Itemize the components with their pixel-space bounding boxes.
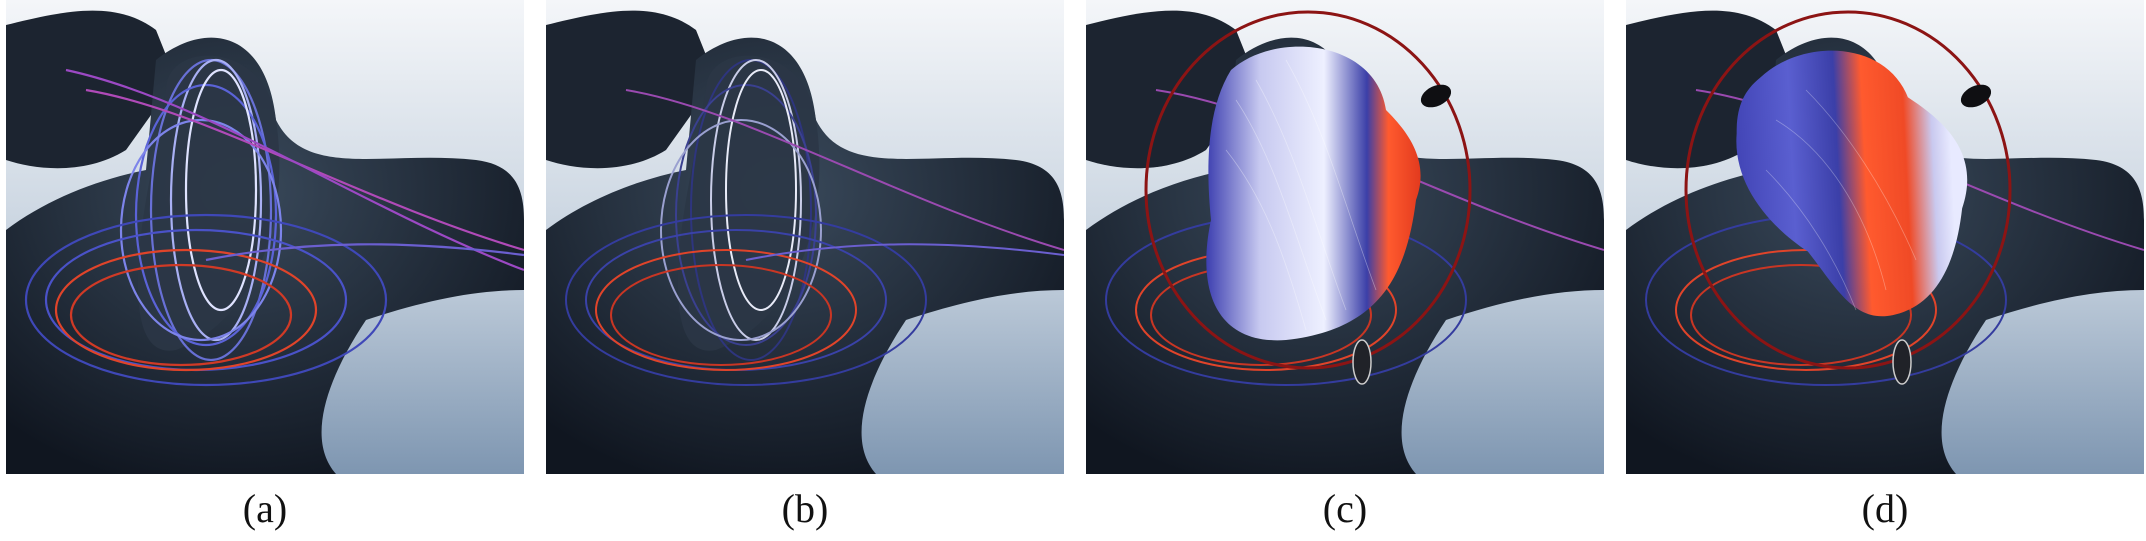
- aneurysm-surface: [1206, 46, 1421, 341]
- panel-c-illustration: [1086, 0, 1604, 474]
- aneurysm-dome: [677, 55, 820, 351]
- ring: [1684, 10, 2012, 370]
- caption-c: (c): [1322, 486, 1368, 531]
- panel-a-illustration: [6, 0, 524, 474]
- panel-b-illustration: [546, 0, 1064, 474]
- panel-d: [1626, 0, 2144, 474]
- caption-d: (d): [1861, 486, 1909, 531]
- ring: [1144, 10, 1472, 370]
- vessel-upper: [6, 10, 176, 169]
- ring-handle-bottom: [1352, 339, 1372, 385]
- vessel-upper: [546, 10, 716, 169]
- caption-a: (a): [242, 486, 288, 531]
- aneurysm-surface: [1736, 50, 1968, 317]
- panel-d-illustration: [1626, 0, 2144, 474]
- streamlines: [24, 58, 524, 387]
- streamlines: [565, 59, 1064, 386]
- ring-handle-top: [1420, 84, 1452, 108]
- surface-texture: [1765, 89, 1917, 311]
- panel-c: [1086, 0, 1604, 474]
- caption-b: (b): [781, 486, 829, 531]
- ring-handle-top: [1960, 84, 1992, 108]
- ring-handle-bottom: [1892, 339, 1912, 385]
- surface-texture: [1225, 59, 1377, 331]
- panel-b: [546, 0, 1064, 474]
- panel-a: [6, 0, 524, 474]
